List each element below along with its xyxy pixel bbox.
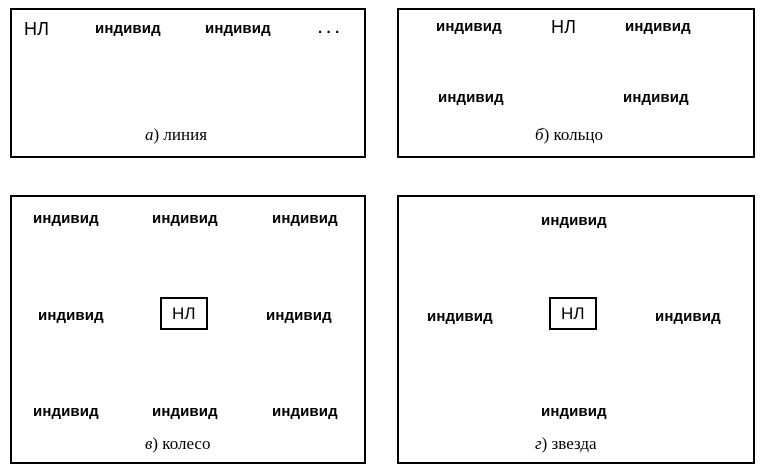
caption-wheel: в) колесо (145, 435, 210, 452)
caption-wheel-letter: в (145, 434, 153, 453)
caption-line-letter: а (145, 125, 154, 144)
caption-ring-letter: б (535, 125, 544, 144)
line-node-2: индивид (205, 20, 271, 37)
panel-wheel (10, 195, 366, 464)
caption-line-text: ) линия (153, 125, 208, 144)
caption-star-letter: г (535, 434, 542, 453)
ring-node-top-right: индивид (625, 18, 691, 35)
ring-node-nl: НЛ (551, 17, 577, 37)
caption-wheel-text: ) колесо (152, 434, 211, 453)
star-node-bottom: индивид (541, 403, 607, 420)
star-center-nl: НЛ (549, 297, 597, 330)
ring-node-bottom-left: индивид (438, 89, 504, 106)
caption-star-text: ) звезда (541, 434, 597, 453)
wheel-node-mid-right: индивид (266, 307, 332, 324)
wheel-node-top-right: индивид (272, 210, 338, 227)
wheel-node-bottom-left: индивид (33, 403, 99, 420)
caption-line: а) линия (145, 126, 207, 143)
caption-ring-text: ) кольцо (543, 125, 603, 144)
ring-node-top-left: индивид (436, 18, 502, 35)
line-ellipsis: . . . (318, 20, 340, 37)
wheel-node-mid-left: индивид (38, 307, 104, 324)
caption-ring: б) кольцо (535, 126, 603, 143)
panel-ring (397, 8, 755, 158)
wheel-center-nl: НЛ (160, 297, 208, 330)
caption-star: г) звезда (535, 435, 597, 452)
ring-node-bottom-right: индивид (623, 89, 689, 106)
star-node-right: индивид (655, 308, 721, 325)
wheel-node-top-left: индивид (33, 210, 99, 227)
wheel-node-bottom-mid: индивид (152, 403, 218, 420)
line-node-1: индивид (95, 20, 161, 37)
wheel-node-bottom-right: индивид (272, 403, 338, 420)
line-node-nl: НЛ (24, 19, 50, 39)
wheel-node-top-mid: индивид (152, 210, 218, 227)
panel-line (10, 8, 366, 158)
star-node-top: индивид (541, 212, 607, 229)
star-node-left: индивид (427, 308, 493, 325)
